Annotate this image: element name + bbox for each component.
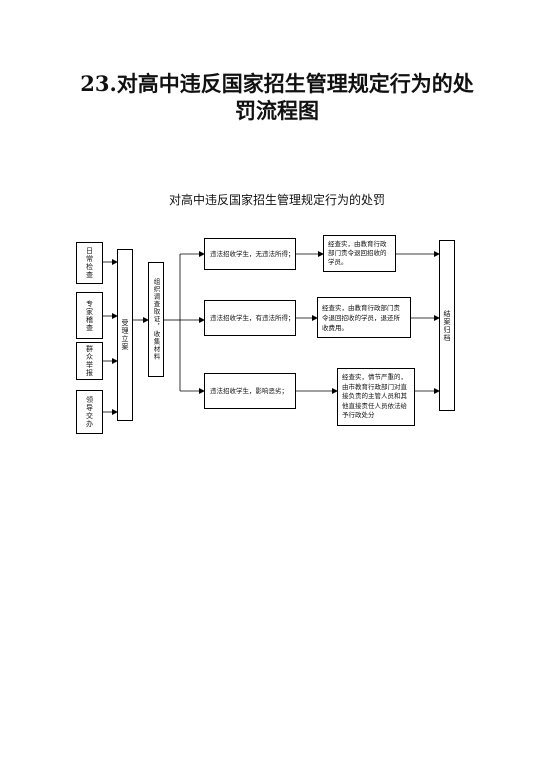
result-label-1: 经查实，由教育行政部门责令退回招收的学员。	[328, 240, 387, 266]
document-title-line-1: 23.对高中违反国家招生管理规定行为的处	[80, 71, 474, 96]
violation-label-3: 违法招收学生，影响恶劣；	[210, 387, 288, 395]
accept-case-box: 受理立案	[117, 249, 133, 421]
accept-case-label: 受理立案	[121, 319, 129, 351]
investigate-label: 组织调查取证，收集材料	[152, 278, 160, 361]
document-title-line-2: 罚流程图	[235, 98, 319, 123]
source-box-3: 群众举报	[76, 342, 103, 380]
source-label-3: 群众举报	[85, 345, 94, 377]
violation-label-2: 违法招收学生，有违法所得；	[210, 314, 295, 322]
source-label-2: 专家稽查	[85, 299, 94, 332]
source-box-2: 专家稽查	[76, 292, 103, 339]
violation-box-1: 违法招收学生，无违法所得；	[204, 238, 296, 270]
violation-box-2: 违法招收学生，有违法所得；	[204, 300, 296, 336]
result-label-2: 经查实，由教育行政部门责令退回招收的学员，退还所收费用。	[322, 303, 400, 332]
violation-box-3: 违法招收学生，影响恶劣；	[204, 373, 296, 409]
result-label-3: 经查实，情节严重的，由市教育行政部门对直接负责的主管人员和其他直接责任人员依法给…	[342, 373, 407, 420]
close-archive-label: 结案归档	[443, 309, 451, 342]
source-label-1: 日常检查	[85, 247, 94, 279]
source-label-4: 领导交办	[85, 396, 94, 428]
close-archive-box: 结案归档	[439, 240, 455, 411]
result-box-2: 经查实，由教育行政部门责令退回招收的学员，退还所收费用。	[317, 297, 411, 338]
diagram-title: 对高中违反国家招生管理规定行为的处罚	[168, 193, 385, 207]
investigate-box: 组织调查取证，收集材料	[148, 262, 164, 377]
source-box-4: 领导交办	[76, 390, 103, 434]
result-box-1: 经查实，由教育行政部门责令退回招收的学员。	[323, 235, 396, 272]
violation-label-1: 违法招收学生，无违法所得；	[210, 250, 295, 258]
source-box-1: 日常检查	[76, 242, 103, 284]
result-box-3: 经查实，情节严重的，由市教育行政部门对直接负责的主管人员和其他直接责任人员依法给…	[337, 368, 415, 426]
